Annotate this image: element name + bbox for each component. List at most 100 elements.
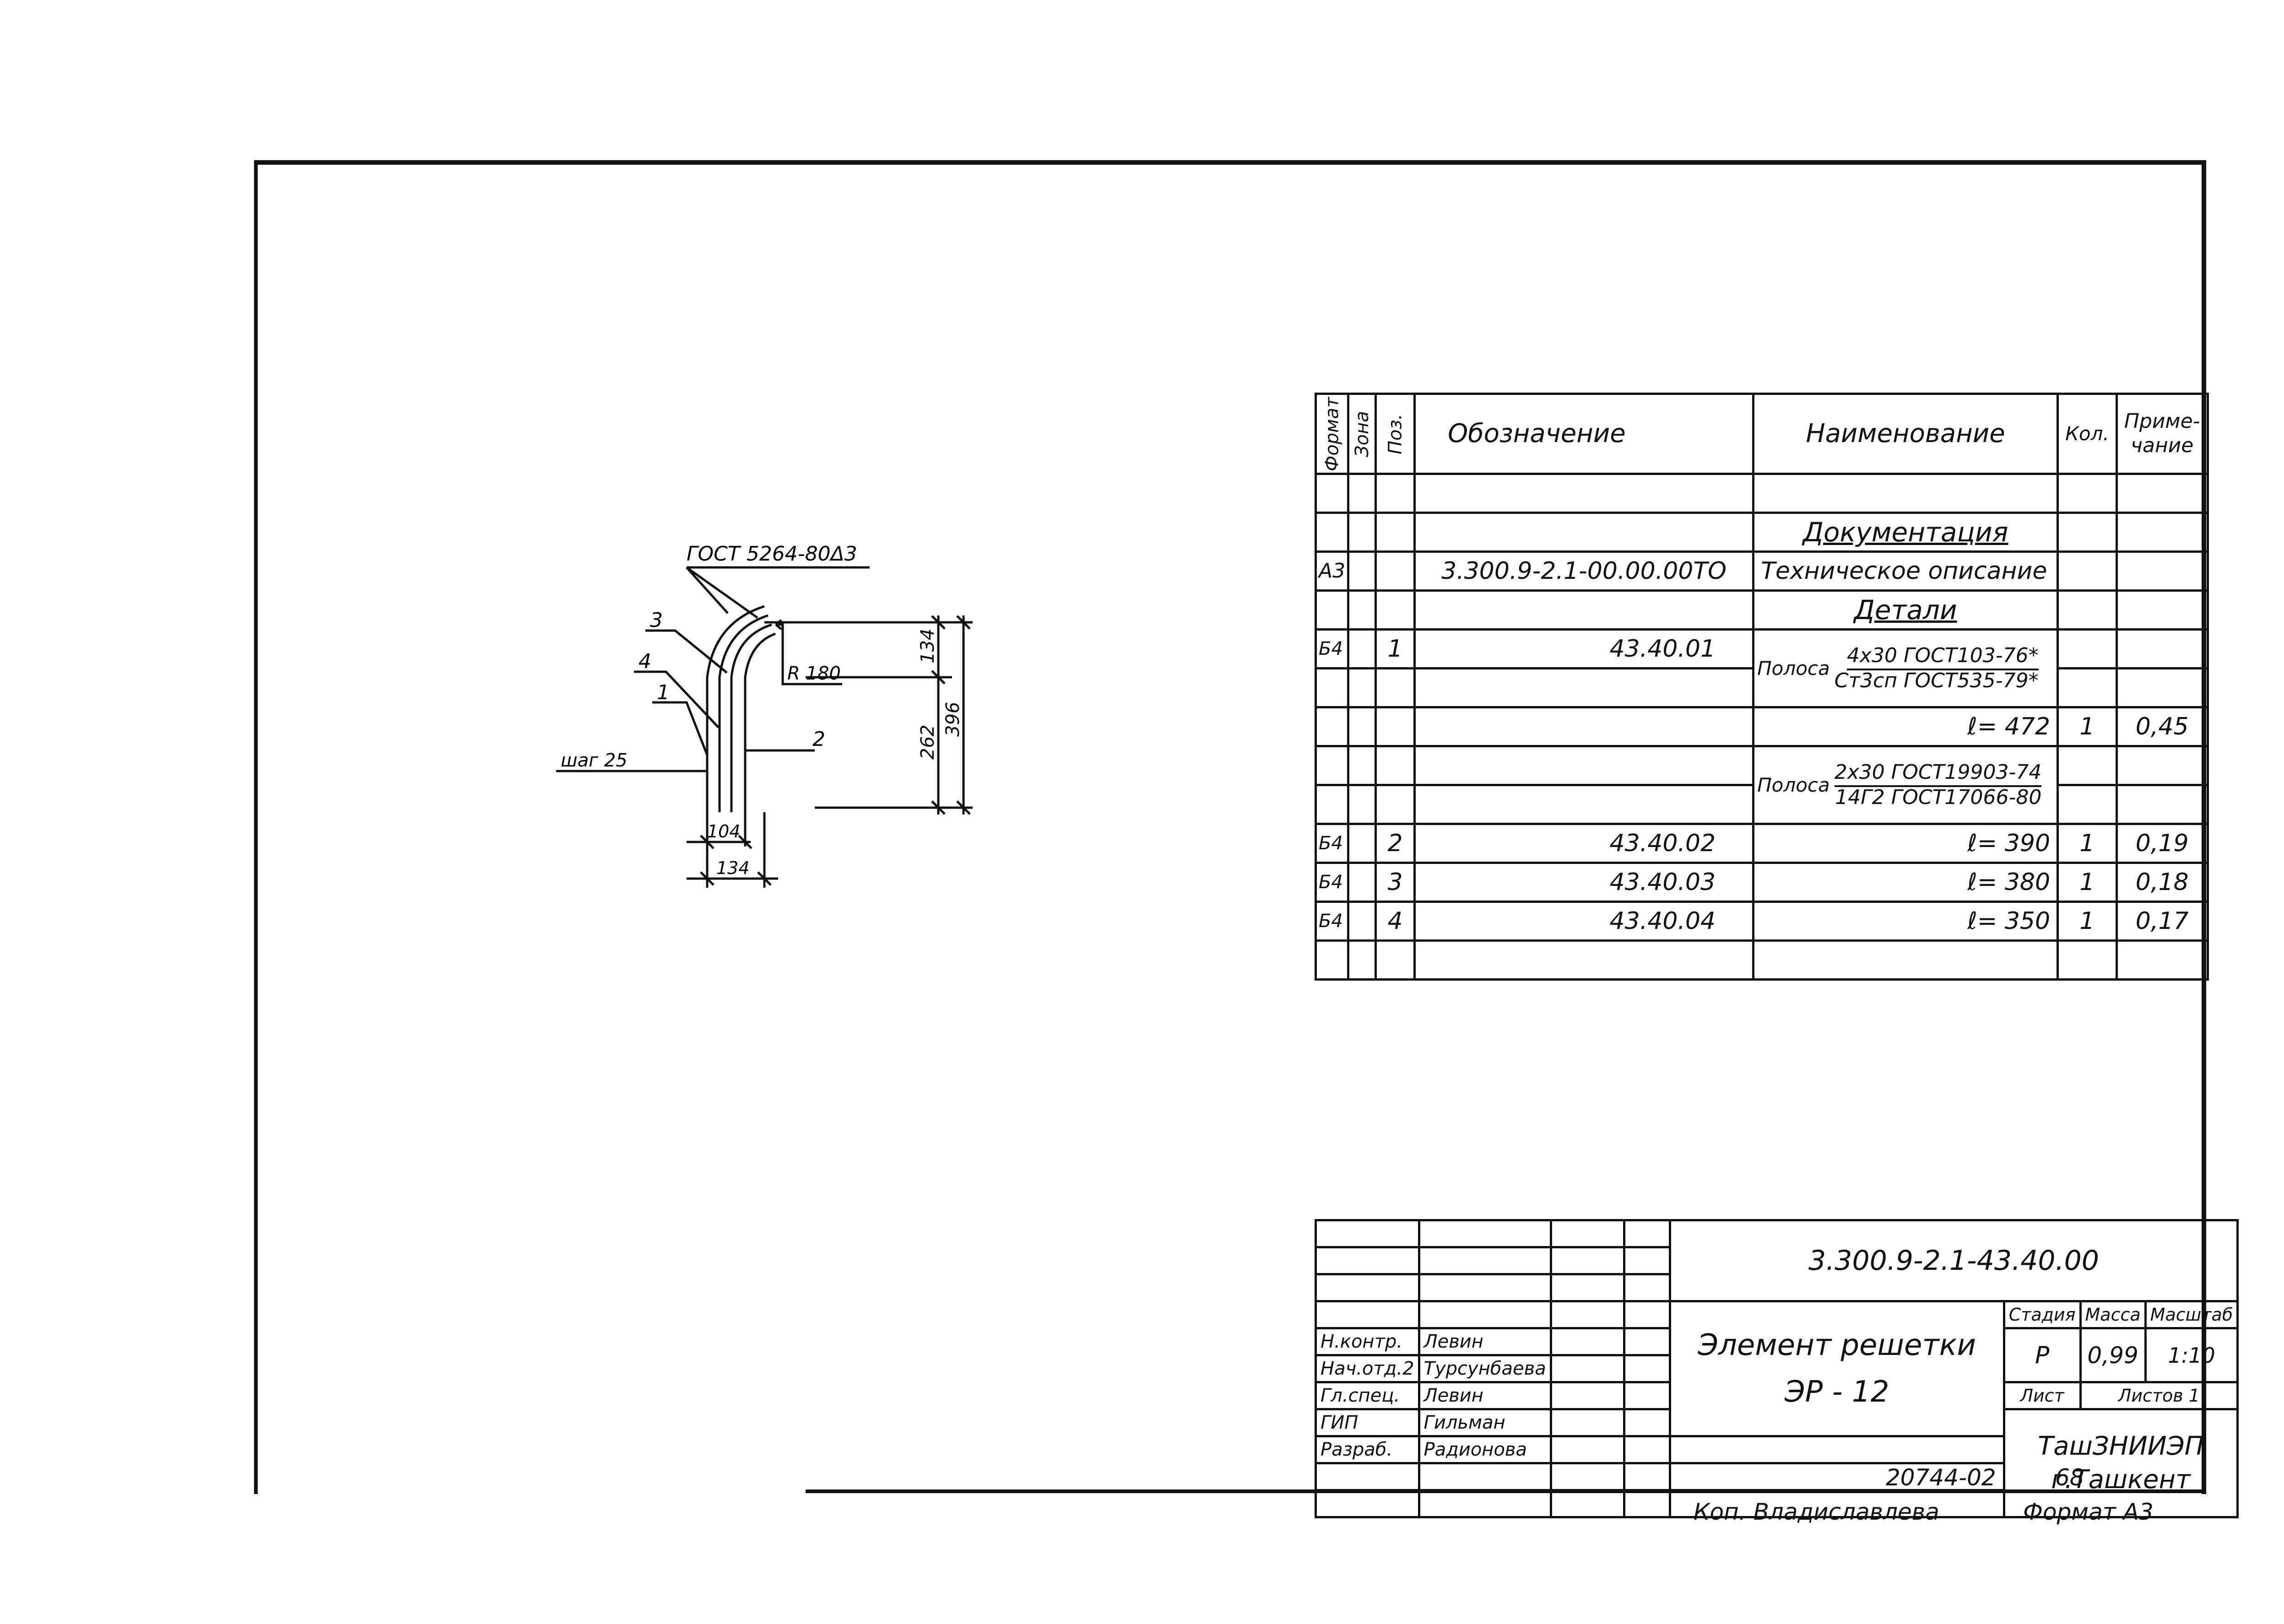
frame-left-line	[254, 160, 258, 1494]
dim-262: 262	[917, 725, 938, 760]
role-3: ГИП	[1315, 1408, 1420, 1437]
role-4: Разраб.	[1315, 1435, 1420, 1464]
title-line-2: ЭР - 12	[1784, 1375, 1889, 1409]
table-row: Б4 3 43.40.03 ℓ= 380 1 0,18	[1314, 862, 2209, 903]
row-d1-name-label: Полоса	[1757, 657, 1830, 680]
frame-top-line	[254, 160, 2206, 165]
mass-value: 0,99	[2079, 1327, 2147, 1383]
scale-value: 1:10	[2144, 1327, 2239, 1383]
row-d3-length: ℓ= 380	[1752, 862, 2059, 903]
row-d3-qty: 1	[2057, 862, 2118, 903]
table-row: Документация	[1314, 512, 2209, 553]
role-0: Н.контр.	[1315, 1327, 1420, 1356]
header-name: Наименование	[1752, 393, 2059, 475]
row-d4-length: ℓ= 350	[1752, 901, 2059, 942]
drawing-title: Элемент решетки ЭР - 12	[1668, 1300, 2005, 1437]
name-1: Турсунбаева	[1418, 1354, 1552, 1383]
sheet-label: Лист	[2003, 1381, 2082, 1410]
header-zone: Зона	[1348, 394, 1376, 474]
header-designation: Обозначение	[1413, 393, 1755, 475]
page-number: 68	[2055, 1464, 2084, 1491]
row-d2-length: ℓ= 390	[1752, 823, 2059, 864]
name-4: Радионова	[1418, 1435, 1552, 1464]
row-d3-designation: 43.40.03	[1413, 862, 1755, 903]
table-row	[1314, 667, 2209, 708]
sheets-label: Листов 1	[2079, 1381, 2239, 1410]
row-d1-designation: 43.40.01	[1413, 628, 1755, 669]
row-d1-note: 0,45	[2115, 706, 2209, 747]
table-row	[1314, 784, 2209, 825]
bar-1	[706, 605, 765, 812]
row-d2-format: Б4	[1314, 823, 1350, 864]
row-d2-note: 0,19	[2115, 823, 2209, 864]
row-doc1-designation: 3.300.9-2.1-00.00.00ТО	[1413, 550, 1755, 592]
row-d1-format: Б4	[1314, 628, 1350, 669]
pos-1-label: 1	[657, 681, 670, 704]
radius-label: R 180	[787, 663, 841, 684]
row-d1-qty: 1	[2057, 706, 2118, 747]
table-row: Детали	[1314, 589, 2209, 631]
table-row: Б4 4 43.40.04 ℓ= 350 1 0,17	[1314, 901, 2209, 942]
name-3: Гильман	[1418, 1408, 1552, 1437]
table-row	[1314, 939, 2209, 981]
spec-header-row: Формат Зона Поз. Обозначение Наименовани…	[1315, 393, 2209, 475]
row-d3-format: Б4	[1314, 862, 1350, 903]
signature-2	[1549, 1381, 1625, 1410]
specification-table: Формат Зона Поз. Обозначение Наименовани…	[1314, 393, 2209, 981]
table-row: А3 3.300.9-2.1-00.00.00ТО Техническое оп…	[1314, 550, 2209, 592]
table-row: Полоса 2x30 ГОСТ19903-74 14Г2 ГОСТ17066-…	[1314, 745, 2209, 825]
org-line-1: ТашЗНИИЭП	[2038, 1431, 2204, 1461]
title-line-1: Элемент решетки	[1698, 1328, 1976, 1362]
step-label: шаг 25	[561, 750, 628, 771]
weld-note: ГОСТ 5264-80Δ3	[687, 542, 857, 566]
table-row	[1314, 473, 2209, 514]
row-d2-pos: 2	[1375, 823, 1416, 864]
name-2: Левин	[1418, 1381, 1552, 1410]
table-row: Б4 2 43.40.02 ℓ= 390 1 0,19	[1314, 823, 2209, 864]
row-d2-designation: 43.40.02	[1413, 823, 1755, 864]
role-2: Гл.спец.	[1315, 1381, 1420, 1410]
row-d4-format: Б4	[1314, 901, 1350, 942]
header-note: Приме-чание	[2115, 393, 2209, 475]
row-m2-name: Полоса 2x30 ГОСТ19903-74 14Г2 ГОСТ17066-…	[1752, 745, 2059, 825]
row-m2-name-label: Полоса	[1757, 773, 1830, 796]
mass-header: Масса	[2079, 1300, 2147, 1329]
pos-4-label: 4	[639, 650, 651, 673]
role-1: Нач.отд.2	[1315, 1354, 1420, 1383]
row-d3-note: 0,18	[2115, 862, 2209, 903]
organization: ТашЗНИИЭП г.Ташкент	[2003, 1408, 2239, 1518]
row-d4-designation: 43.40.04	[1413, 901, 1755, 942]
row-d1-name-top: 4x30 ГОСТ103-76*	[1847, 645, 2039, 670]
row-d4-pos: 4	[1375, 901, 1416, 942]
org-line-2: г.Ташкент	[2051, 1464, 2191, 1495]
dim-134-vertical: 134	[917, 629, 938, 664]
dim-396: 396	[942, 702, 963, 737]
format-label: Формат А3	[2023, 1499, 2154, 1525]
order-number: 20744-02	[1886, 1464, 1996, 1491]
section-details: Детали	[1752, 589, 2059, 631]
row-d1-name-bottom: Ст3сп ГОСТ535-79*	[1834, 669, 2039, 692]
table-row: Б4 1 43.40.01 Полоса 4x30 ГОСТ103-76* Ст…	[1314, 628, 2209, 708]
row-d2-qty: 1	[2057, 823, 2118, 864]
pos-3-label: 3	[650, 609, 663, 632]
row-m2-name-bottom: 14Г2 ГОСТ17066-80	[1835, 785, 2042, 809]
row-d1-name: Полоса 4x30 ГОСТ103-76* Ст3сп ГОСТ535-79…	[1752, 628, 2059, 708]
row-doc1-format: А3	[1314, 550, 1350, 592]
row-doc1-name: Техническое описание	[1752, 550, 2059, 592]
header-qty: Кол.	[2057, 393, 2118, 475]
name-0: Левин	[1418, 1327, 1552, 1356]
copied-by: Коп. Владиславлева	[1694, 1499, 1939, 1525]
scale-header: Масштаб	[2144, 1300, 2239, 1329]
pos-2-label: 2	[812, 728, 825, 751]
row-d1-length: ℓ= 472	[1752, 706, 2059, 747]
signature-4	[1549, 1435, 1625, 1464]
stage-header: Стадия	[2003, 1300, 2082, 1329]
dim-104: 104	[707, 821, 741, 842]
row-d1-pos: 1	[1375, 628, 1416, 669]
doc-code: 3.300.9-2.1-43.40.00	[1668, 1219, 2239, 1302]
element-drawing: ГОСТ 5264-80Δ3 R 180 3 4 1 2 шаг 25 134 …	[556, 542, 973, 888]
row-d4-note: 0,17	[2115, 901, 2209, 942]
bar-3	[730, 623, 772, 812]
title-block: 3.300.9-2.1-43.40.00 Элемент решетки ЭР …	[1315, 1219, 2239, 1518]
row-m2-name-top: 2x30 ГОСТ19903-74	[1834, 762, 2042, 787]
